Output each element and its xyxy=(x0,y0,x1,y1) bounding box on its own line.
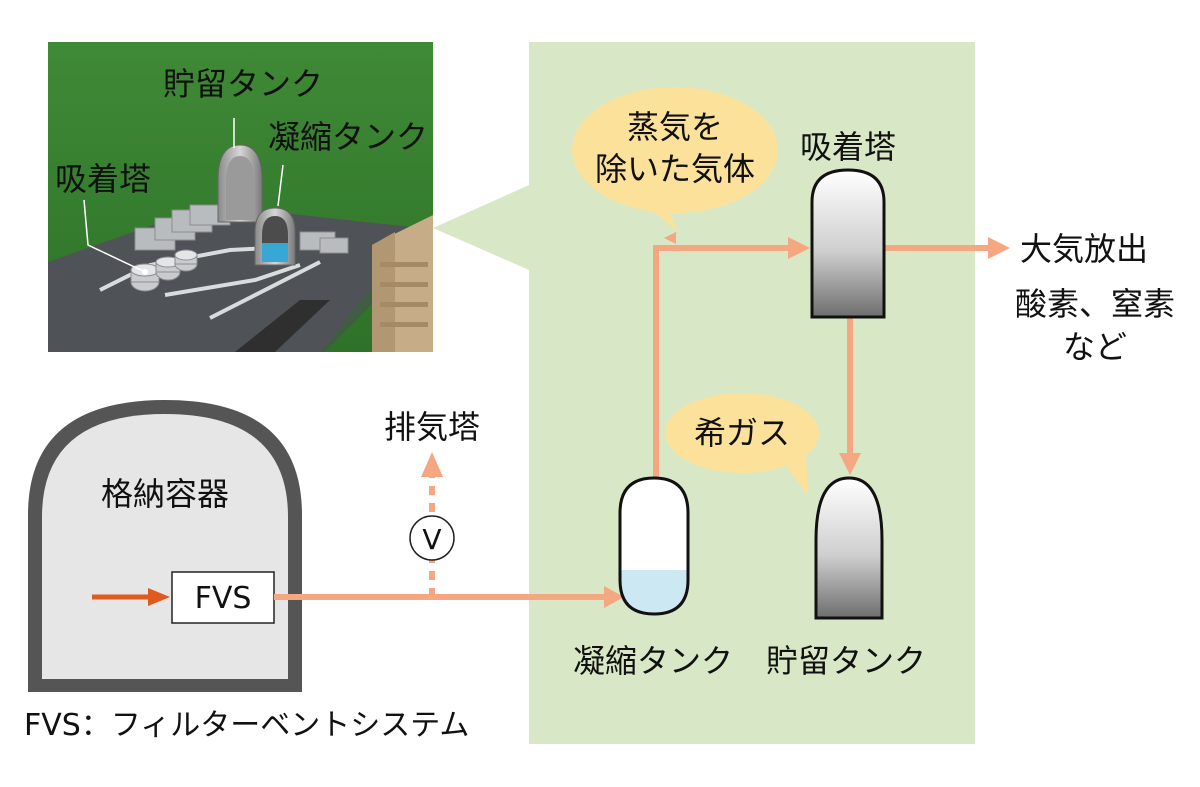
flow-arrowhead-exhaust xyxy=(421,452,443,477)
flow-arrowhead-adsorption xyxy=(788,237,810,259)
inlet-arrow xyxy=(92,588,170,606)
steam-removed-text-1: 蒸気を xyxy=(627,108,723,146)
adsorption-tower xyxy=(810,168,886,319)
footnote-fvs: FVS：フィルターベントシステム xyxy=(24,708,469,743)
noble-gas-text: 希ガス xyxy=(694,414,790,452)
inset-adsorption-tower-label: 吸着塔 xyxy=(55,160,151,198)
atmospheric-release-label: 大気放出 xyxy=(1020,230,1148,268)
flow-arrowhead-storage xyxy=(839,453,861,475)
exhaust-stack-label: 排気塔 xyxy=(384,408,480,446)
fvs-box-label: FVS xyxy=(195,581,252,616)
containment-vessel-label: 格納容器 xyxy=(101,475,229,513)
storage-tank xyxy=(814,476,884,620)
fvs-box xyxy=(171,571,275,624)
plant-illustration xyxy=(48,42,433,352)
condensation-tank-label: 凝縮タンク xyxy=(573,642,733,680)
steam-removed-text-2: 除いた気体 xyxy=(595,150,755,188)
valve-symbol xyxy=(409,515,455,561)
adsorption-tower-label: 吸着塔 xyxy=(800,128,896,166)
noble-gas-bubble xyxy=(665,393,819,496)
steam-removed-bubble xyxy=(572,87,778,232)
release-composition-line1: 酸素、窒素 xyxy=(1015,285,1175,323)
valve-label: V xyxy=(422,523,441,556)
inset-condensation-tank-label: 凝縮タンク xyxy=(268,118,428,156)
flow-condensation-to-adsorption xyxy=(653,245,790,480)
release-composition-line2: など xyxy=(1063,328,1127,366)
storage-tank-label: 貯留タンク xyxy=(766,642,926,680)
condensation-tank xyxy=(618,476,690,616)
flow-arrowhead-condensation xyxy=(604,586,624,608)
inset-storage-tank-label: 貯留タンク xyxy=(163,65,323,103)
inset-callout-wedge xyxy=(433,185,529,270)
flow-mini-arrow xyxy=(664,232,676,244)
flow-arrowhead-atmosphere xyxy=(988,237,1010,259)
